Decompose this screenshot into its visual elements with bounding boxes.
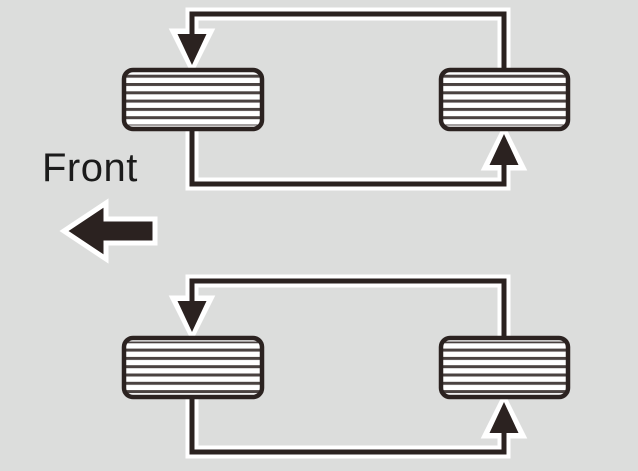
rear-left-tire[interactable]: [121, 335, 265, 400]
upper-up-arrowhead-icon: [489, 134, 519, 165]
rear-right-tire[interactable]: [438, 335, 571, 400]
front-label: Front: [42, 146, 138, 190]
front-right-tire[interactable]: [438, 67, 571, 132]
upper-swap-bottom-path: [189, 131, 507, 187]
front-left-tire[interactable]: [121, 67, 265, 132]
upper-down-arrowhead-icon: [177, 34, 207, 65]
lower-swap-bottom-path: [189, 399, 507, 455]
lower-down-arrowhead-icon: [177, 301, 207, 332]
lower-up-arrowhead-icon: [489, 402, 519, 433]
front-direction-arrow-icon: [59, 198, 158, 264]
